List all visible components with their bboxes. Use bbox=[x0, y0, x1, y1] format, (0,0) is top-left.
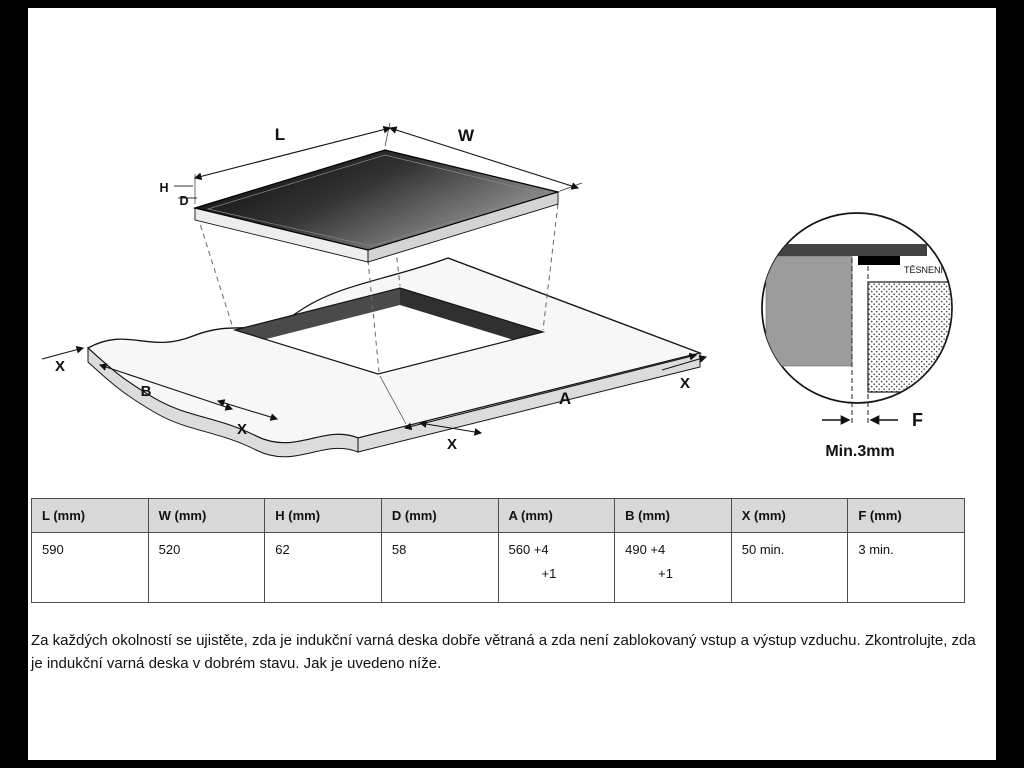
table-header-cell: A (mm) bbox=[497, 498, 616, 533]
dim-line-A bbox=[403, 352, 698, 431]
detail-worktop-section bbox=[765, 255, 853, 367]
label-X-bottom: X bbox=[447, 436, 457, 453]
table-header-cell: X (mm) bbox=[730, 498, 849, 533]
label-L: L bbox=[275, 125, 285, 144]
detail-hob-glass bbox=[763, 244, 927, 256]
table-header-cell: W (mm) bbox=[147, 498, 266, 533]
dimension-slab: X B X X A X bbox=[41, 345, 708, 453]
table-cell-D: 58 bbox=[380, 532, 499, 603]
dim-line-L bbox=[193, 125, 392, 181]
cooktop-glass-top bbox=[192, 149, 561, 251]
table-cell-H: 62 bbox=[264, 532, 382, 603]
cutout-walls bbox=[235, 288, 543, 349]
label-X-right: X bbox=[680, 375, 690, 392]
label-X-midleft: X bbox=[237, 421, 247, 438]
label-W: W bbox=[458, 126, 475, 145]
extension-line bbox=[379, 375, 407, 425]
label-seal: TĚSNENÍ bbox=[904, 265, 944, 275]
table-cell-L: 590 bbox=[31, 532, 149, 603]
dim-line-X-left bbox=[41, 345, 85, 360]
table-cell-X: 50 min. bbox=[730, 532, 849, 603]
cooktop bbox=[192, 149, 561, 263]
detail-view: TĚSNENÍ F Min.3mm bbox=[761, 212, 953, 460]
extension-line bbox=[559, 182, 583, 192]
projection-line bbox=[194, 207, 234, 329]
manual-page: L W H D X B X X A X bbox=[28, 8, 996, 760]
extension-line bbox=[384, 122, 391, 147]
projection-line bbox=[542, 203, 559, 331]
cutout-wall-left bbox=[235, 288, 400, 347]
dimension-hd: H D bbox=[159, 181, 197, 208]
cutout-outline bbox=[232, 287, 546, 375]
label-X-left: X bbox=[55, 358, 65, 375]
table-header-cell: D (mm) bbox=[380, 498, 499, 533]
detail-seal bbox=[858, 256, 900, 265]
cutout-wall-right bbox=[400, 288, 543, 349]
tolerance-line-1: 560 +4 bbox=[508, 542, 549, 557]
projection-line bbox=[367, 259, 380, 373]
dim-line-B bbox=[98, 363, 234, 411]
countertop bbox=[86, 257, 703, 458]
table-header-cell: H (mm) bbox=[264, 498, 382, 533]
label-min-gap: Min.3mm bbox=[825, 443, 894, 460]
label-F: F bbox=[912, 410, 923, 430]
table-header-cell: F (mm) bbox=[847, 498, 965, 533]
table-cell-B: 490 +4 +1 bbox=[614, 532, 732, 603]
table-cell-A: 560 +4 +1 bbox=[497, 532, 616, 603]
tolerance-line-2: +1 bbox=[541, 566, 557, 581]
table-cell-F: 3 min. bbox=[847, 532, 965, 603]
dim-line-W bbox=[388, 126, 580, 190]
installation-note: Za každých okolností se ujistěte, zda je… bbox=[31, 632, 976, 672]
detail-cabinet-panel bbox=[867, 281, 952, 393]
dim-line-X-midleft bbox=[216, 399, 279, 421]
label-A: A bbox=[559, 389, 571, 408]
label-D: D bbox=[179, 194, 188, 208]
tolerance-line-1: 490 +4 bbox=[625, 542, 666, 557]
dimension-lw: L W bbox=[193, 122, 583, 204]
dim-line-X-right bbox=[661, 355, 708, 371]
table-header-cell: B (mm) bbox=[614, 498, 732, 533]
table-header-cell: L (mm) bbox=[31, 498, 149, 533]
tolerance-line-2: +1 bbox=[658, 566, 673, 581]
table-header-row: L (mm) W (mm) H (mm) D (mm) A (mm) B (mm… bbox=[31, 498, 965, 533]
installation-diagram: L W H D X B X X A X bbox=[41, 122, 953, 460]
dimensions-table: L (mm) W (mm) H (mm) D (mm) A (mm) B (mm… bbox=[31, 498, 965, 603]
table-row: 590 520 62 58 560 +4 +1 490 +4 +1 50 min… bbox=[31, 532, 965, 603]
label-B: B bbox=[141, 383, 152, 400]
label-H: H bbox=[159, 181, 168, 195]
table-cell-W: 520 bbox=[147, 532, 266, 603]
